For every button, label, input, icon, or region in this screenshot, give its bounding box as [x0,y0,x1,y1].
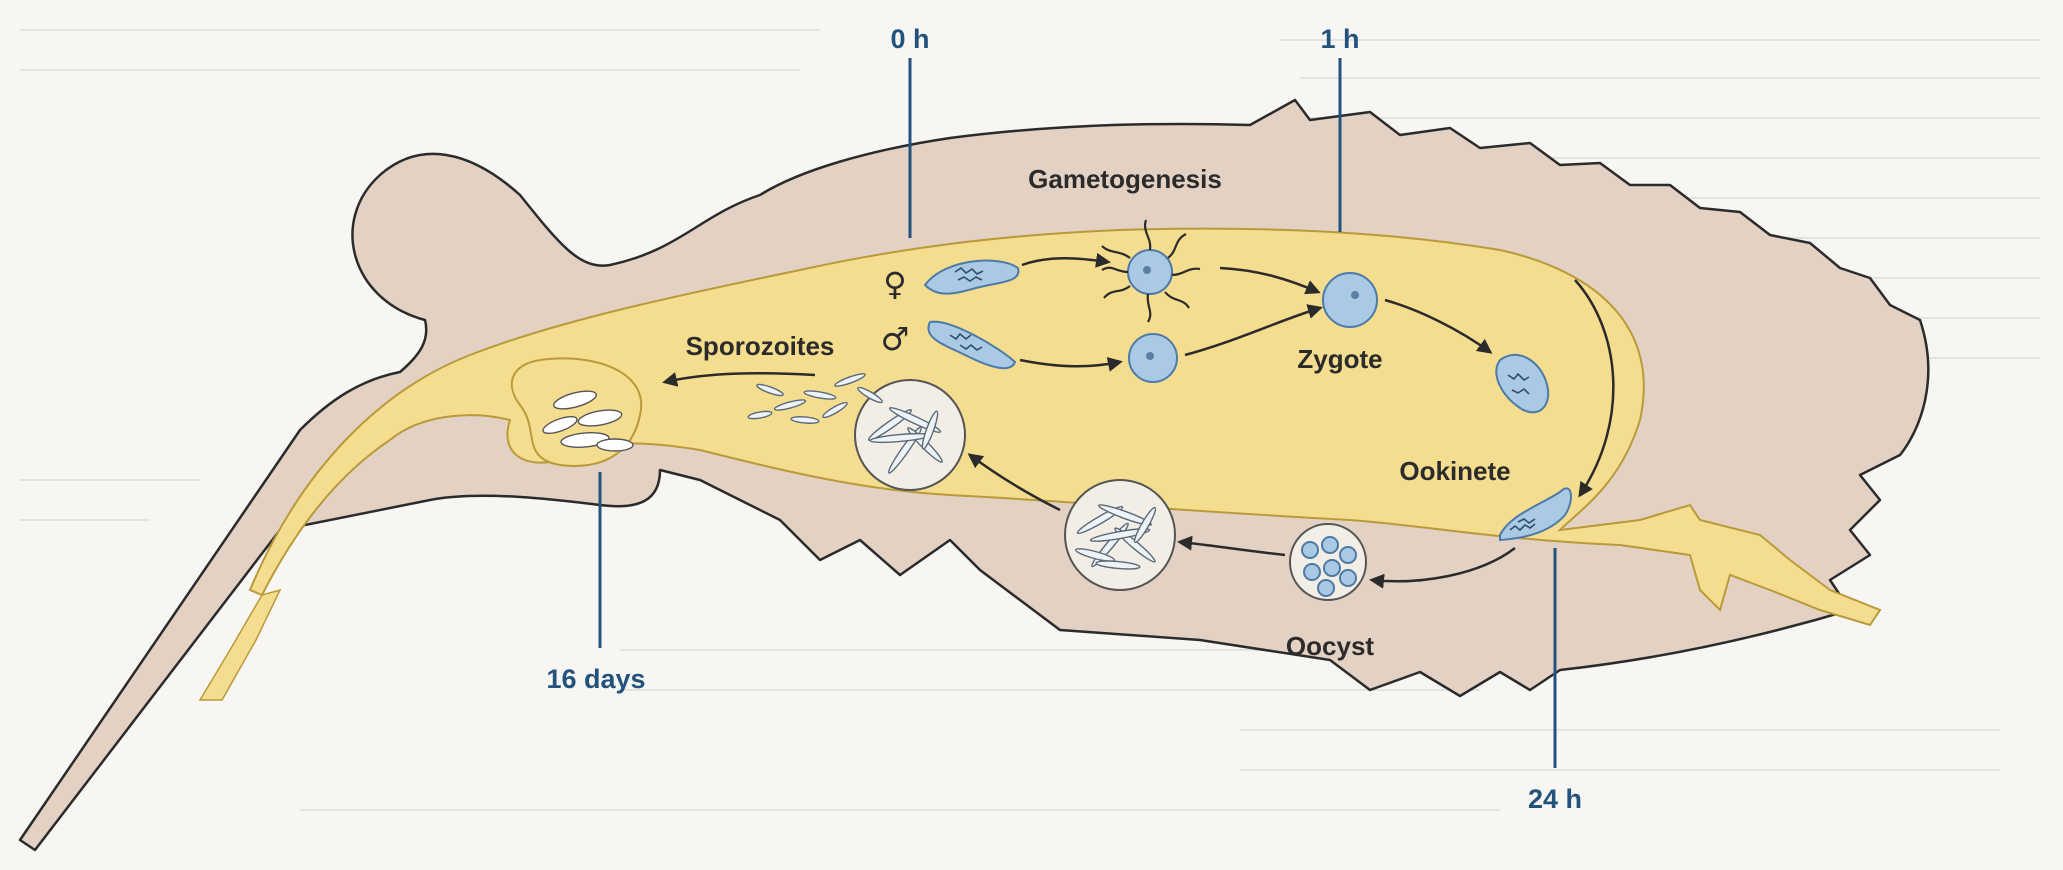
timepoint-0h-label: 0 h [890,24,929,54]
oocyst-label: Oocyst [1286,631,1374,661]
male-symbol: ♂ [881,320,910,358]
mature-oocyst [1065,480,1175,590]
timepoint-24h-label: 24 h [1528,784,1582,814]
ookinete-label: Ookinete [1399,456,1510,486]
macrogamete [1129,334,1177,382]
zygote-cell [1323,273,1377,327]
sporozoites-label: Sporozoites [686,331,835,361]
female-symbol: ♀ [883,265,906,303]
zygote-label: Zygote [1297,344,1382,374]
gametogenesis-label: Gametogenesis [1028,164,1222,194]
timepoint-1h-label: 1 h [1320,24,1359,54]
timepoint-16days-label: 16 days [546,664,645,694]
oocyst-cell [1290,524,1366,600]
